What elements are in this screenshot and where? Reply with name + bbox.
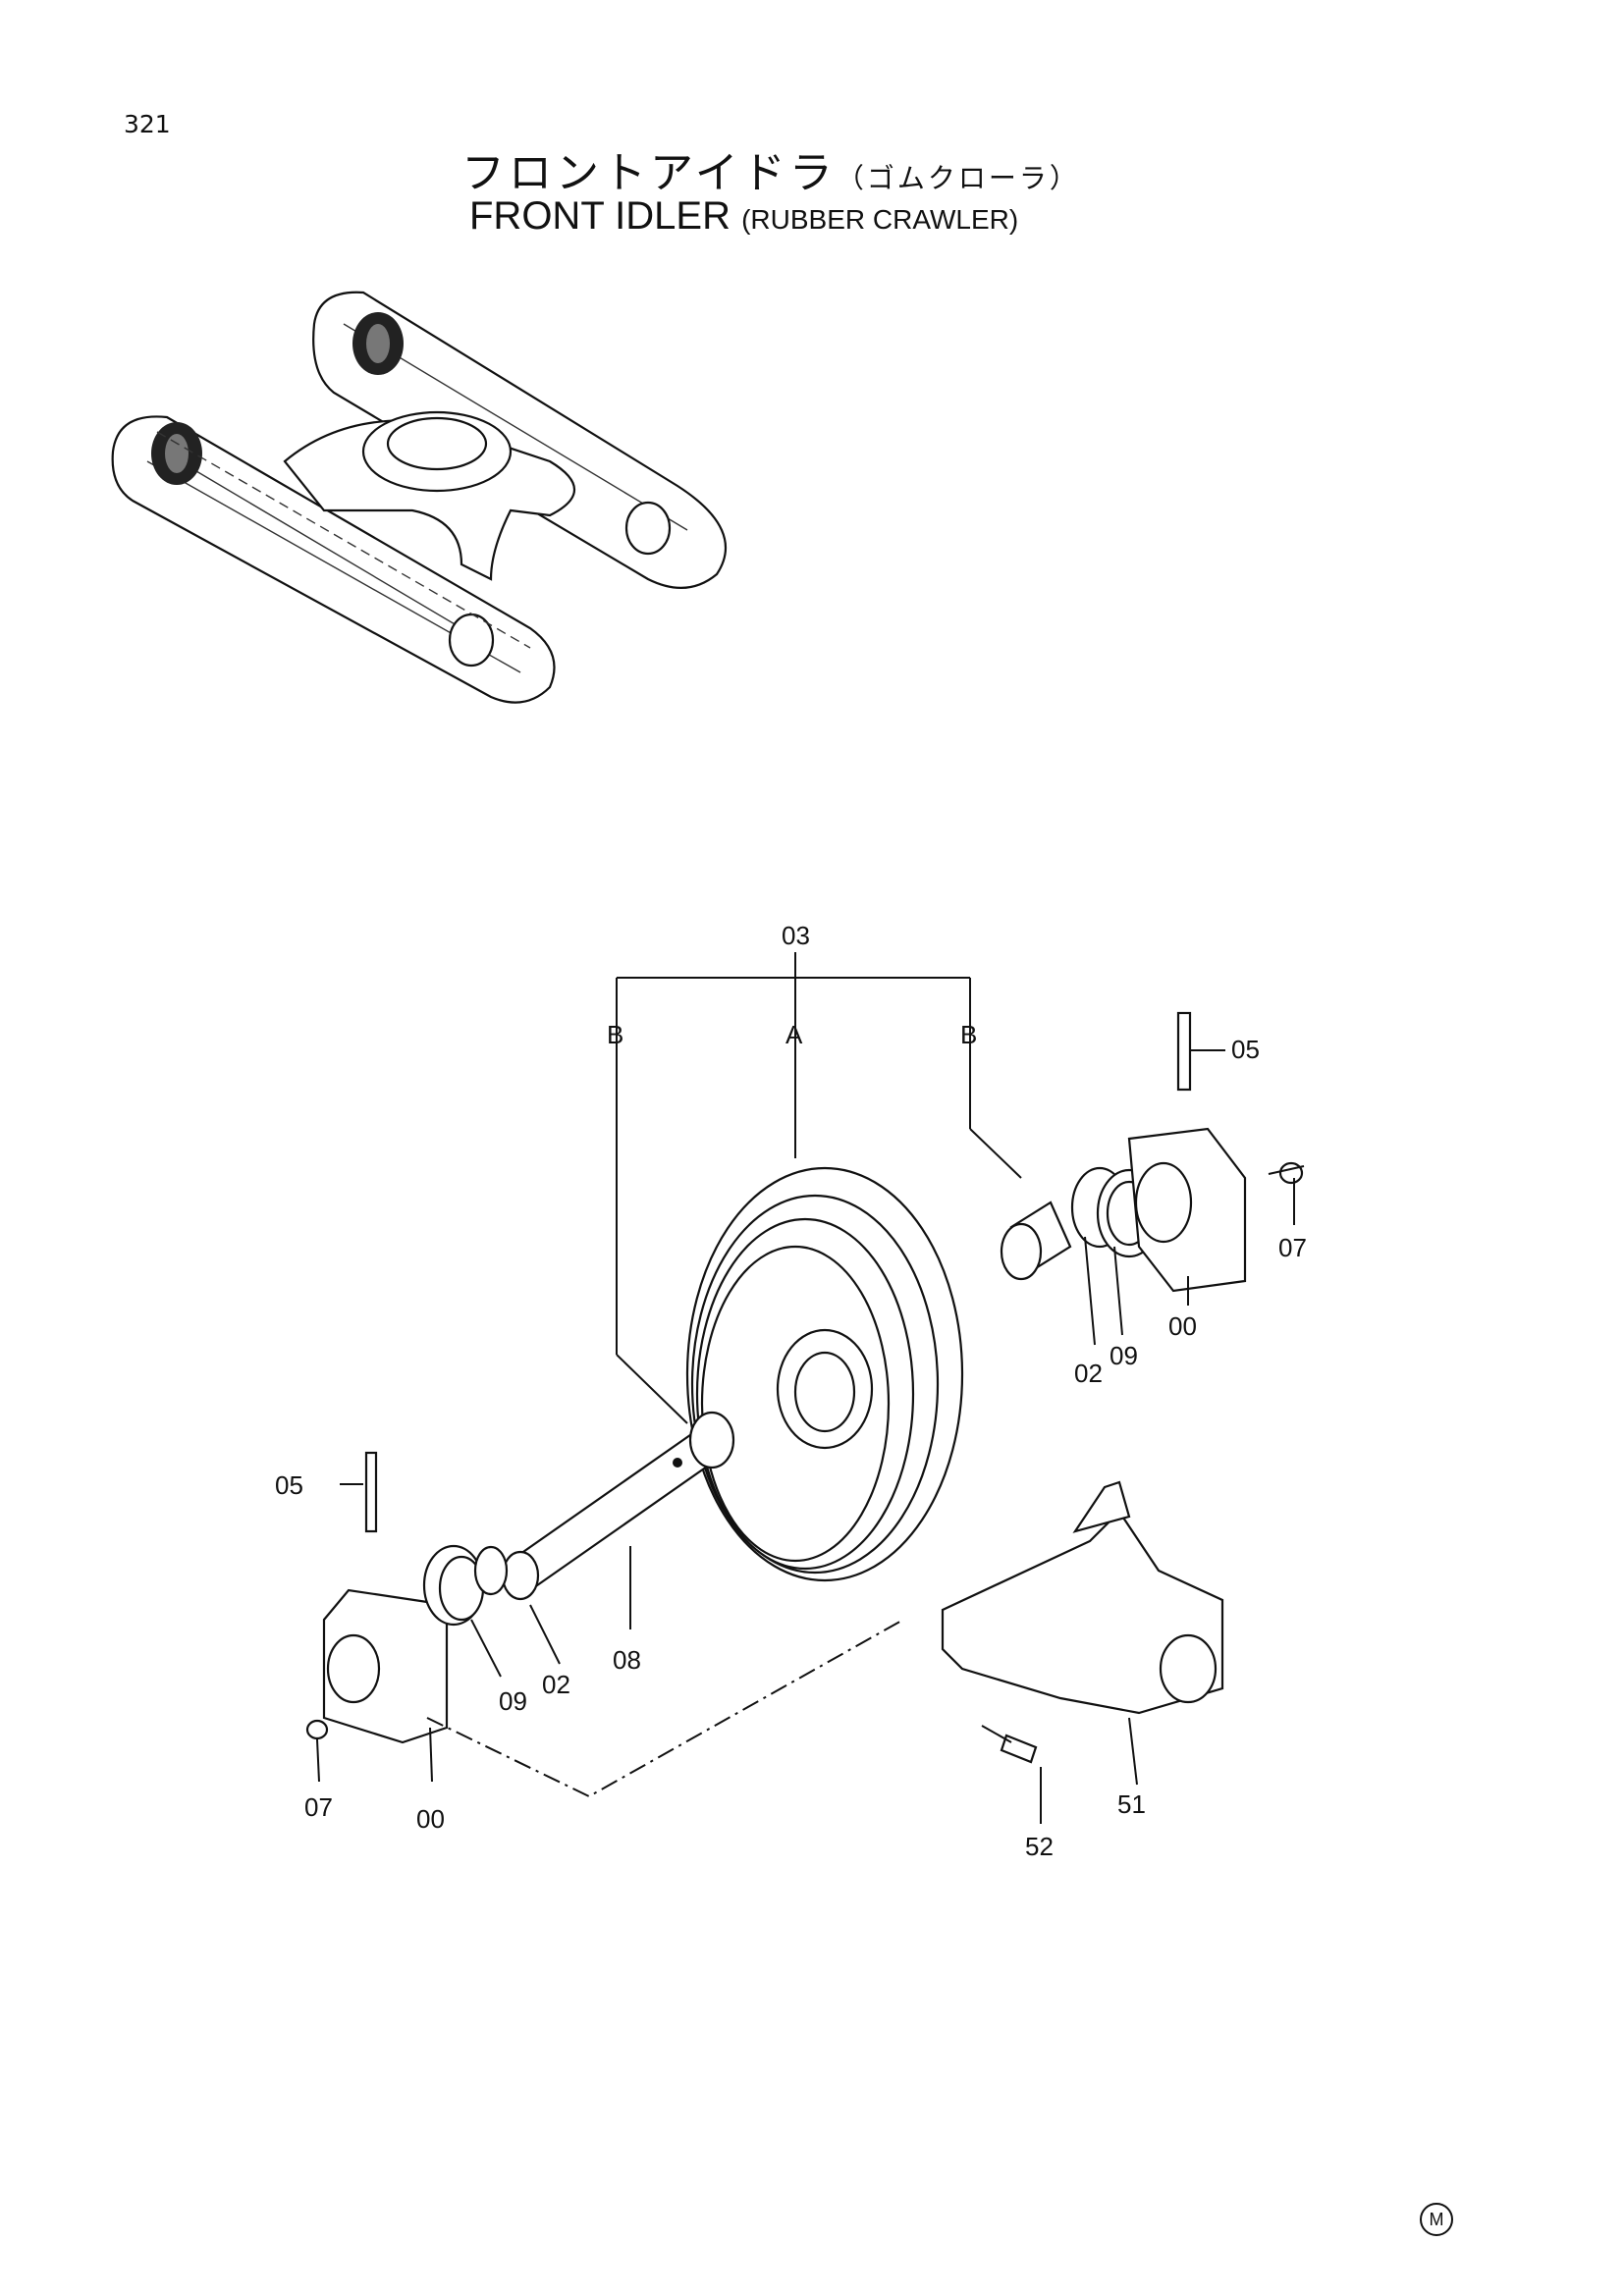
title-jp-sub: （ゴムクローラ）: [836, 162, 1080, 194]
callout-a: A: [785, 1020, 803, 1049]
callout-52: 52: [1025, 1832, 1054, 1861]
callout-02-left: 02: [542, 1670, 570, 1699]
idler-shaft: [501, 1411, 735, 1601]
idler-wheel: [685, 1166, 964, 1582]
callout-05-left: 05: [275, 1470, 303, 1500]
callout-00-right: 00: [1168, 1311, 1197, 1341]
callout-07-right: 07: [1278, 1233, 1307, 1262]
manufacturer-mark: M: [1420, 2203, 1453, 2236]
undercarriage-sketch: [111, 291, 727, 704]
title-japanese: フロントアイドラ（ゴムクローラ）: [461, 137, 1080, 200]
callout-02-right: 02: [1074, 1359, 1103, 1388]
callout-08: 08: [613, 1645, 641, 1675]
callout-b-left: B: [607, 1020, 623, 1049]
title-en-main: FRONT IDLER: [469, 194, 731, 238]
callout-09-right: 09: [1110, 1341, 1138, 1370]
yoke-and-bolt: [941, 1480, 1224, 1764]
left-hub-parts: [305, 1451, 509, 1744]
right-hub-parts: [1000, 1011, 1304, 1293]
title-jp-main: フロントアイドラ: [461, 148, 837, 198]
page-number: 321: [124, 110, 171, 138]
callout-b-right: B: [960, 1020, 977, 1049]
callout-00-left: 00: [416, 1804, 445, 1834]
callout-51: 51: [1117, 1789, 1146, 1819]
callout-03: 03: [782, 921, 810, 950]
title-en-sub: (RUBBER CRAWLER): [741, 204, 1019, 235]
callout-07-left: 07: [304, 1792, 333, 1822]
callout-05-right: 05: [1231, 1035, 1260, 1064]
title-english: FRONT IDLER (RUBBER CRAWLER): [469, 194, 1018, 239]
callout-09-left: 09: [499, 1686, 527, 1716]
